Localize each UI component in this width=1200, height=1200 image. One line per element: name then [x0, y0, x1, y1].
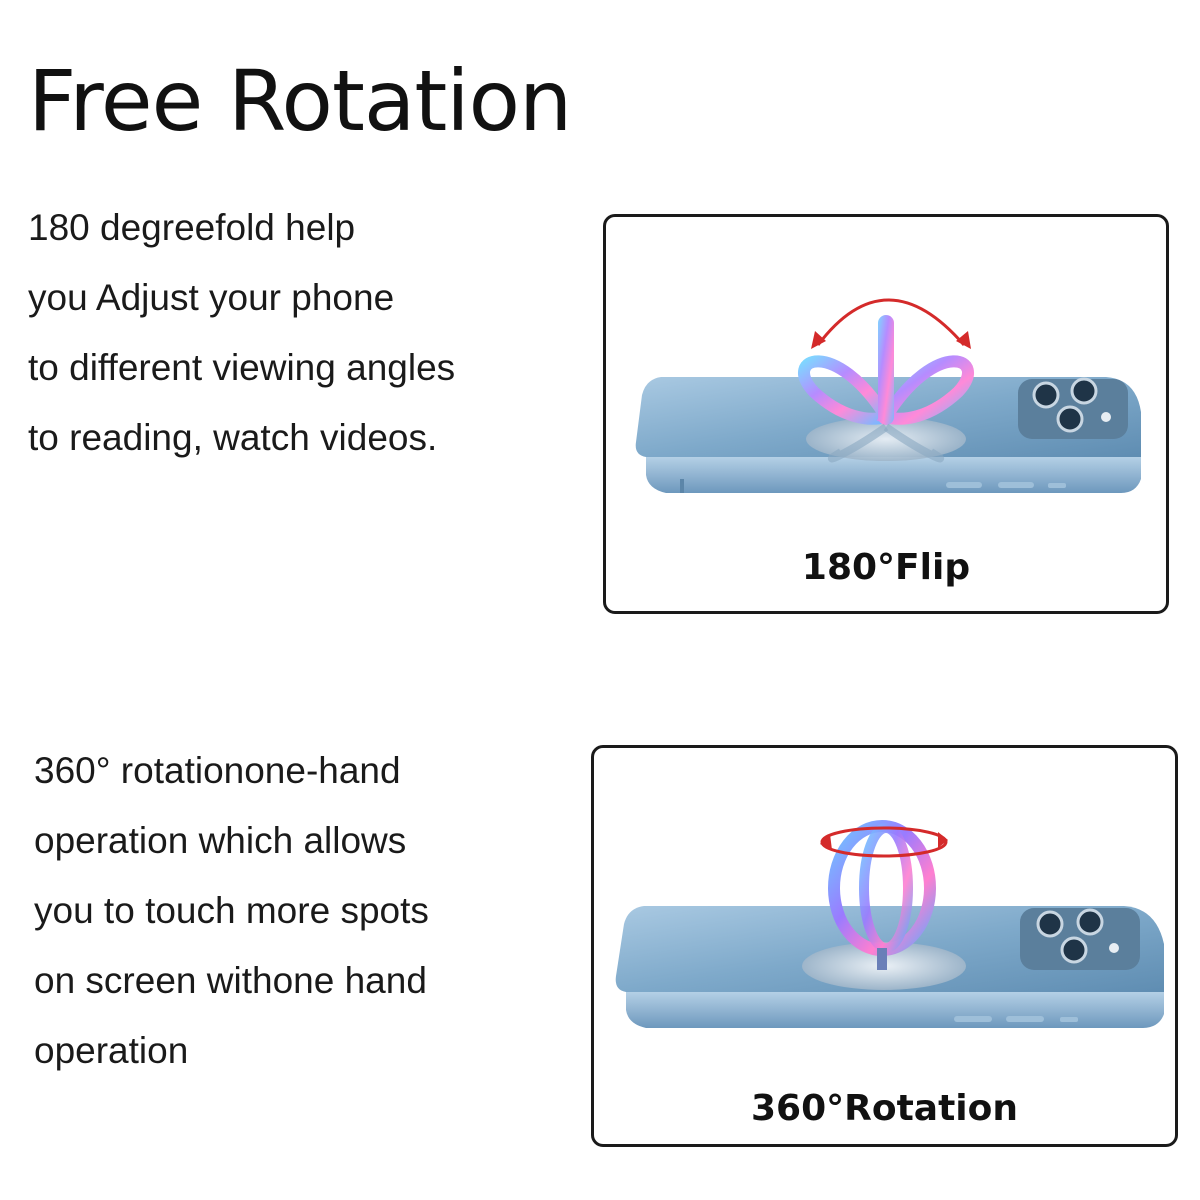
flip-description-line: to different viewing angles — [28, 347, 456, 388]
rotation-image-card: 360°Rotation — [591, 745, 1178, 1147]
flip-image-card: 180°Flip — [603, 214, 1169, 614]
rotation-caption: 360°Rotation — [750, 1088, 1018, 1129]
page-title: Free Rotation — [28, 52, 572, 150]
rotation-description: 360° rotationone-hand operation which al… — [34, 736, 429, 1086]
flip-description: 180 degreefold help you Adjust your phon… — [28, 193, 455, 473]
rotation-description-line: on screen withone hand — [34, 960, 427, 1001]
rotation-description-line: operation which allows — [34, 820, 407, 861]
rotation-description-line: you to touch more spots — [34, 890, 429, 931]
rotation-description-line: operation — [34, 1030, 189, 1071]
phone-rotation-illustration — [615, 820, 1164, 1028]
phone-flip-illustration — [635, 298, 1141, 493]
flip-description-line: to reading, watch videos. — [28, 417, 438, 458]
flip-description-line: 180 degreefold help — [28, 207, 356, 248]
flip-description-line: you Adjust your phone — [28, 277, 395, 318]
rotation-description-line: 360° rotationone-hand — [34, 750, 401, 791]
flip-caption: 180°Flip — [801, 547, 971, 588]
